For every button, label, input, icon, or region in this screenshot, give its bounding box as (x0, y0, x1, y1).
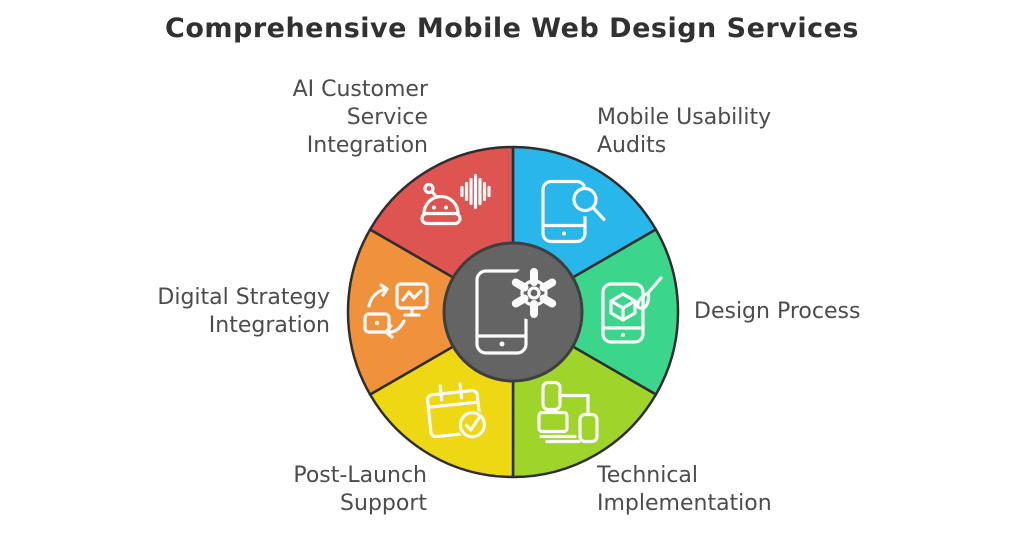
label-line: Mobile Usability (597, 105, 772, 130)
label-ai-customer-service-integration: AI Customer Service Integration (293, 76, 428, 160)
label-line: Digital Strategy (157, 285, 330, 310)
label-technical-implementation: Technical Implementation (597, 462, 772, 518)
label-digital-strategy-integration: Digital Strategy Integration (157, 284, 330, 340)
label-line: Post-Launch (293, 463, 427, 488)
label-line: Integration (208, 313, 330, 338)
label-line: AI Customer (292, 77, 428, 102)
label-line: Integration (306, 133, 428, 158)
label-post-launch-support: Post-Launch Support (293, 462, 427, 518)
label-design-process: Design Process (694, 298, 860, 326)
phone-search-icon (541, 179, 606, 244)
robot-voice-icon (420, 173, 491, 226)
strategy-sync-icon (363, 282, 429, 339)
label-line: Implementation (597, 491, 772, 516)
diagram-title: Comprehensive Mobile Web Design Services (165, 13, 859, 44)
label-line: Design Process (694, 299, 861, 324)
label-line: Support (340, 491, 427, 516)
center-hub (442, 241, 584, 383)
label-line: Technical (597, 463, 699, 488)
label-line: Service (346, 105, 428, 130)
label-line: Audits (597, 133, 667, 158)
connected-devices-icon (537, 380, 599, 444)
phone-design-brush-icon (601, 276, 663, 344)
label-mobile-usability-audits: Mobile Usability Audits (597, 104, 771, 160)
segment-digital-strategy-integration (346, 228, 515, 396)
segment-design-process (511, 228, 680, 396)
phone-gear-icon (475, 266, 561, 355)
calendar-check-icon (425, 382, 488, 440)
